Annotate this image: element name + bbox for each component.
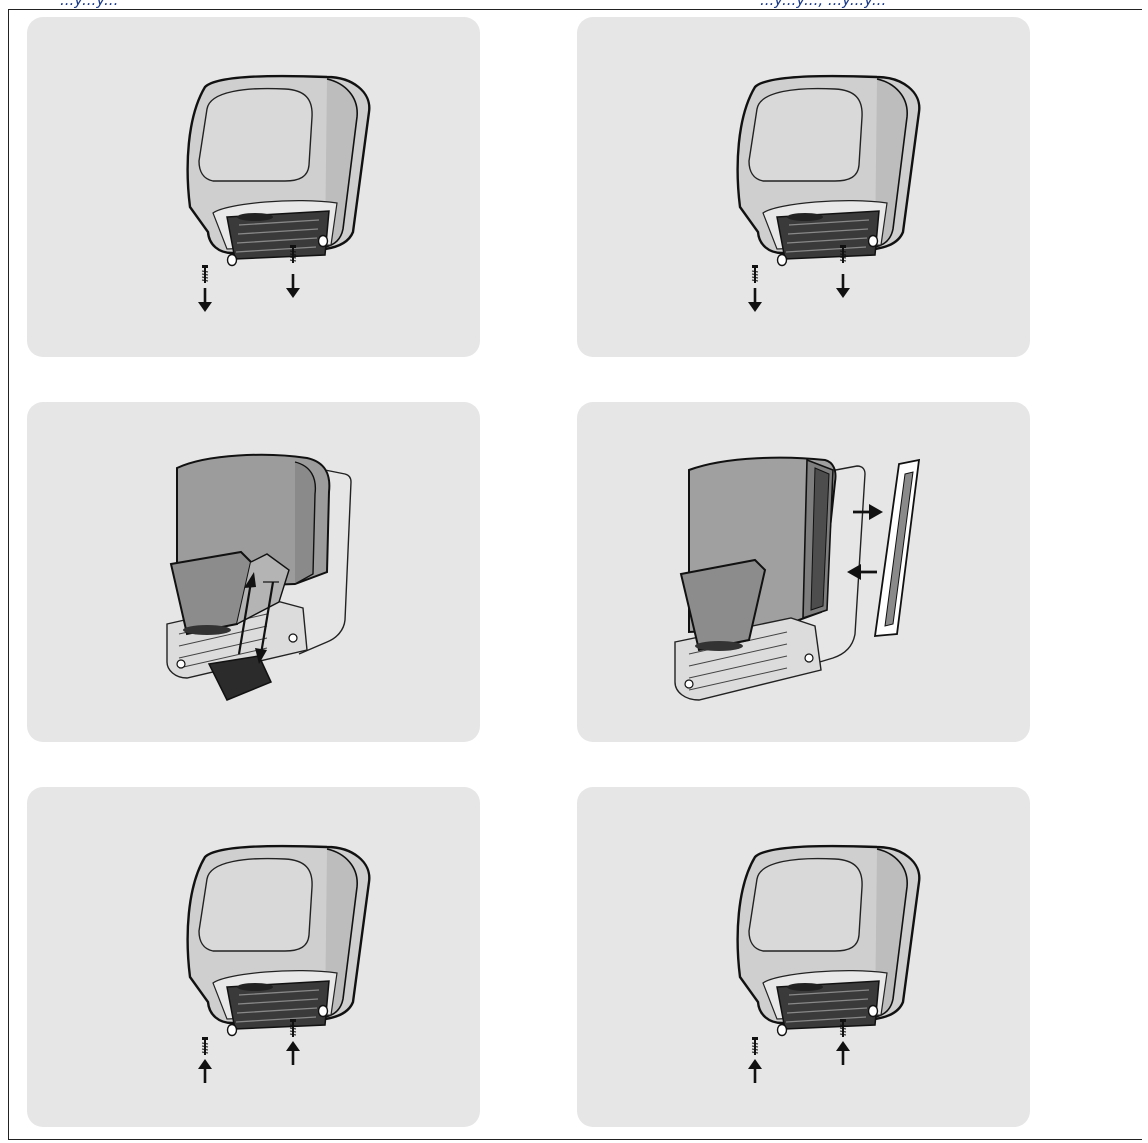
dryer-insert-screws-icon (27, 787, 480, 1127)
step-panel-1 (27, 17, 480, 357)
clipped-header-left: ...y...y... (60, 0, 118, 9)
dryer-insert-screws-icon (577, 787, 1030, 1127)
step-panel-5 (27, 787, 480, 1127)
dryer-remove-screws-icon (577, 17, 1030, 357)
clipped-header-right: ...y...y..., ...y...y... (760, 0, 886, 9)
step-panel-3 (27, 402, 480, 742)
step-panel-4 (577, 402, 1030, 742)
dryer-remove-screws-icon (27, 17, 480, 357)
dryer-side-filter-icon (577, 402, 1030, 742)
dryer-slide-tray-icon (27, 402, 480, 742)
step-panel-2 (577, 17, 1030, 357)
step-panel-6 (577, 787, 1030, 1127)
